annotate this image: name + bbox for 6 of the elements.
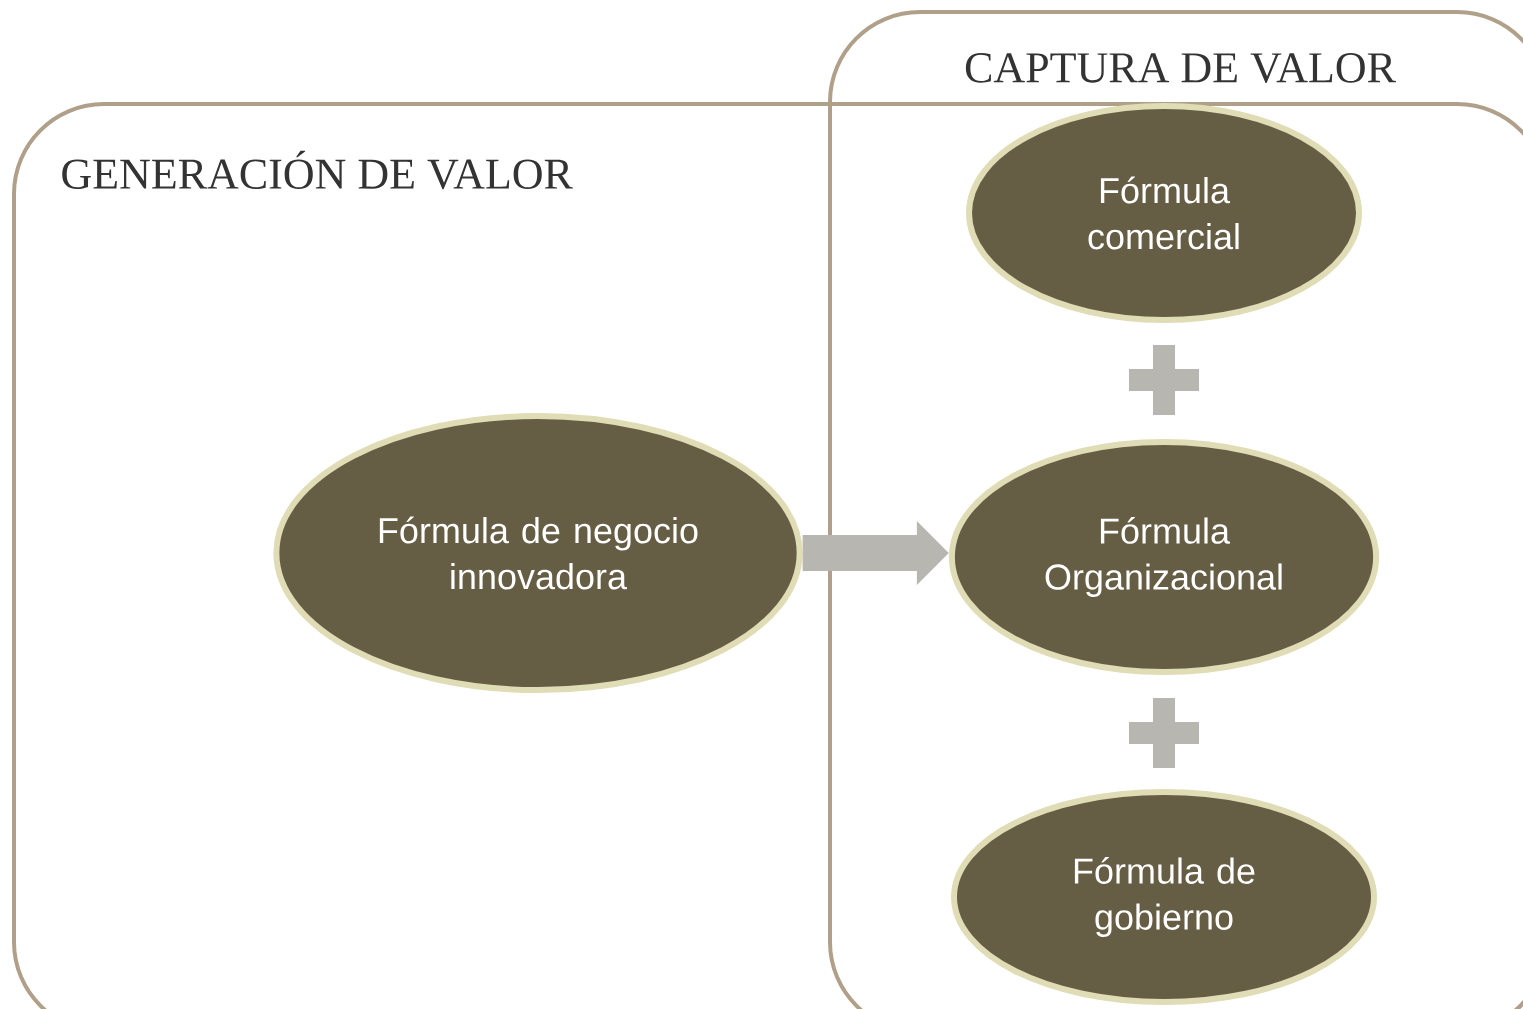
- oval: Fórmula de gobierno: [951, 789, 1377, 1005]
- oval: Fórmula comercial: [966, 103, 1362, 323]
- oval: Fórmula de negocio innovadora: [273, 413, 803, 693]
- panel-heading: GENERACIÓN DE VALOR: [62, 150, 573, 190]
- oval: Fórmula Organizacional: [948, 439, 1380, 675]
- panel-heading: CAPTURA DE VALOR: [965, 53, 1396, 83]
